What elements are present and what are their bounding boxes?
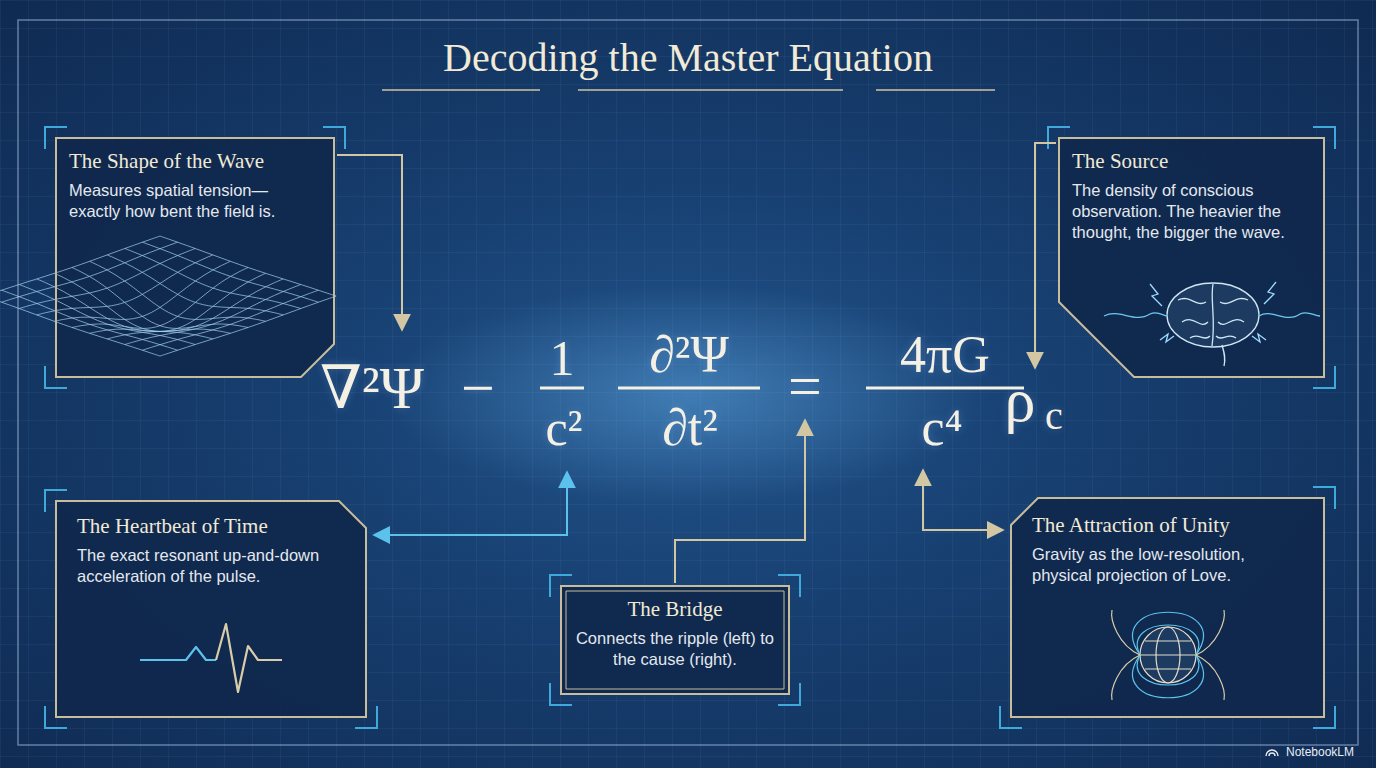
box-body: The density of conscious observation. Th…: [1072, 180, 1311, 243]
equation-term: c⁴: [921, 402, 962, 454]
mesh-line: [19, 285, 195, 345]
mesh-illustration: [0, 236, 336, 356]
equation-term: ∂t²: [662, 402, 718, 454]
box-border: [56, 501, 366, 717]
box-heading: The Bridge: [570, 597, 780, 622]
leader-lines: [337, 143, 1056, 583]
leader-line: [1035, 143, 1056, 368]
box-border: [56, 138, 334, 377]
box-text: The Heartbeat of TimeThe exact resonant …: [55, 500, 367, 601]
box-text: The BridgeConnects the ripple (left) to …: [560, 585, 790, 682]
callout-box: The BridgeConnects the ripple (left) to …: [560, 585, 790, 695]
box-fills: [55, 137, 1325, 718]
box-body: Measures spatial tension— exactly how be…: [69, 180, 321, 222]
mesh-line: [107, 255, 283, 315]
box-fill: [55, 500, 367, 718]
mesh-line: [72, 267, 248, 328]
mesh-line: [0, 296, 160, 356]
box-fill: [55, 137, 335, 378]
box-outline: [1058, 137, 1325, 378]
title: Decoding the Master Equation: [0, 36, 1376, 80]
box-heading: The Attraction of Unity: [1032, 513, 1303, 538]
mesh-line: [160, 236, 336, 296]
mesh-line: [2, 290, 178, 350]
watermark: NotebookLM: [1286, 745, 1354, 759]
fraction-bars: [540, 387, 1024, 390]
leader-line: [337, 155, 402, 330]
box-inner-border: [566, 591, 784, 689]
title-underline: [382, 89, 995, 91]
box-border: [1011, 498, 1324, 717]
leader-line: [923, 470, 1003, 530]
box-border: [1059, 138, 1324, 377]
equation-term: c: [1045, 396, 1063, 436]
mesh-line: [37, 279, 213, 339]
brain-illustration: [1104, 282, 1320, 366]
box-text: The SourceThe density of conscious obser…: [1058, 137, 1325, 256]
equation-term: ρ: [1005, 369, 1036, 431]
equation-term: ∇²Ψ: [320, 358, 424, 418]
mesh-line: [54, 273, 230, 333]
mesh-line: [160, 296, 336, 356]
equation-term: 4πG: [900, 329, 990, 381]
box-text: The Attraction of UnityGravity as the lo…: [1010, 497, 1325, 602]
globe-illustration: [1112, 610, 1225, 700]
frame: [18, 20, 1358, 745]
box-text: The Shape of the WaveMeasures spatial te…: [55, 137, 335, 234]
box-fill: [560, 585, 790, 695]
box-body: Connects the ripple (left) to the cause …: [570, 628, 780, 670]
box-border: [561, 586, 789, 694]
mesh-line: [125, 249, 301, 309]
box-body: The exact resonant up-and-down accelerat…: [77, 545, 345, 587]
mesh-line: [90, 273, 266, 333]
equation-term: −: [461, 358, 495, 418]
callout-box: The Attraction of UnityGravity as the lo…: [1010, 497, 1325, 718]
equation-term: 1: [550, 333, 575, 383]
box-fill: [1010, 497, 1325, 718]
box-outline: [55, 137, 335, 378]
equation-term: =: [788, 356, 822, 416]
mesh-line: [72, 267, 248, 328]
leader-line: [374, 472, 567, 535]
box-fill: [1058, 137, 1325, 378]
notebooklm-icon: [1266, 750, 1278, 756]
mesh-line: [37, 255, 213, 315]
box-body: Gravity as the low-resolution, physical …: [1032, 544, 1303, 586]
mesh-line: [142, 290, 318, 350]
equation-term: c²: [545, 403, 582, 453]
callout-box: The Heartbeat of TimeThe exact resonant …: [55, 500, 367, 718]
corner-brackets: [45, 127, 1335, 728]
equation-glow: [388, 285, 988, 505]
box-heading: The Shape of the Wave: [69, 149, 321, 174]
mesh-line: [19, 249, 195, 309]
mesh-line: [125, 285, 301, 345]
pulse-illustration: [140, 624, 282, 692]
callout-box: The Shape of the WaveMeasures spatial te…: [55, 137, 335, 378]
equation-term: ∂²Ψ: [649, 329, 729, 381]
mesh-line: [107, 279, 283, 339]
box-heading: The Heartbeat of Time: [77, 514, 345, 539]
callout-box: The SourceThe density of conscious obser…: [1058, 137, 1325, 378]
box-heading: The Source: [1072, 149, 1311, 174]
